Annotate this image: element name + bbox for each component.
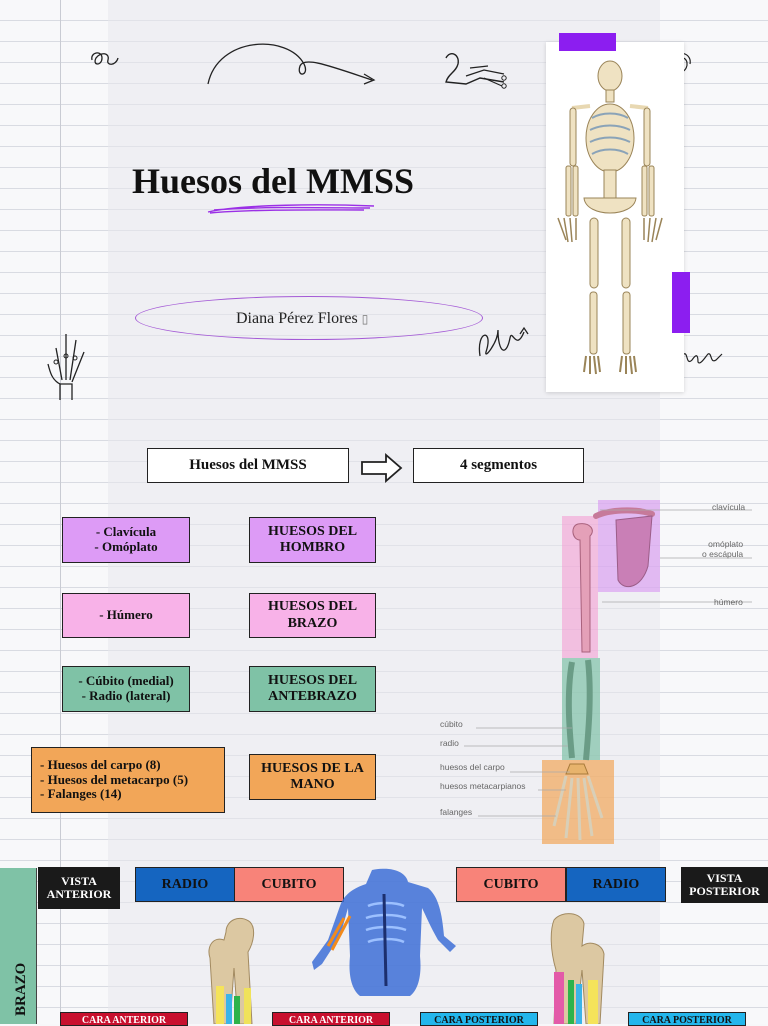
margin-line xyxy=(60,0,61,1024)
radio-left-text: RADIO xyxy=(161,876,209,892)
category-huesos-del-hombro: HUESOS DEL HOMBRO xyxy=(249,517,376,563)
header-box-right-text: 4 segmentos xyxy=(459,456,538,473)
arm-bones-list: - Húmero xyxy=(62,593,190,638)
vista-posterior-label: VISTA POSTERIOR xyxy=(681,867,768,903)
brazo-side-strip: BRAZO xyxy=(0,868,37,1024)
brazo-side-label: BRAZO xyxy=(13,962,29,1016)
category-hombro-text: HUESOS DEL HOMBRO xyxy=(267,523,358,555)
vista-anterior-text: VISTA ANTERIOR xyxy=(46,873,112,901)
foot-bones-doodle-icon xyxy=(445,53,507,89)
cara-anterior-1-text: CARA ANTERIOR xyxy=(81,1015,167,1026)
forearm-bones-list: - Cúbito (medial) - Radio (lateral) xyxy=(62,666,190,712)
radio-right-text: RADIO xyxy=(592,876,640,892)
author-oval-decoration xyxy=(135,296,483,340)
arm-bones-diagram: clavícula omóplato o escápula húmero cúb… xyxy=(420,496,768,848)
vista-posterior-text: VISTA POSTERIOR xyxy=(689,870,760,898)
vista-anterior-label: VISTA ANTERIOR xyxy=(38,867,120,909)
label-omoplato: omóplato o escápula xyxy=(702,539,744,559)
scribble-doodle-icon xyxy=(91,52,119,65)
missing-glyph-icon: ▯ xyxy=(361,311,369,326)
header-box-huesos-mmss: Huesos del MMSS xyxy=(147,448,349,483)
loops-arrow-doodle-icon xyxy=(478,326,529,357)
torso-skeleton-3d-image xyxy=(312,868,456,996)
label-falanges: falanges xyxy=(440,807,473,817)
skeleton-photo-card xyxy=(546,42,684,392)
category-huesos-del-antebrazo: HUESOS DEL ANTEBRAZO xyxy=(249,666,376,712)
hand-bones-doodle-icon xyxy=(47,334,85,400)
shoulder-bones-list: - Clavícula - Omóplato xyxy=(62,517,190,563)
category-huesos-del-brazo: HUESOS DEL BRAZO xyxy=(249,593,376,638)
cara-posterior-1-text: CARA POSTERIOR xyxy=(434,1015,524,1026)
label-huesos-metacarpianos: huesos metacarpianos xyxy=(440,781,526,791)
label-humero: húmero xyxy=(714,597,743,607)
curved-arrow-doodle-icon xyxy=(207,43,376,85)
cubito-right-text: CUBITO xyxy=(483,876,539,892)
author-name-text: Diana Pérez Flores xyxy=(236,310,358,327)
category-brazo-text: HUESOS DEL BRAZO xyxy=(267,599,358,631)
category-mano-text: HUESOS DE LA MANO xyxy=(261,760,364,792)
cubito-label-left: CUBITO xyxy=(234,867,344,902)
page-title: Huesos del MMSS xyxy=(132,161,415,201)
header-box-left-text: Huesos del MMSS xyxy=(189,456,307,473)
human-skeleton-image xyxy=(557,60,663,375)
category-antebrazo-text: HUESOS DEL ANTEBRAZO xyxy=(267,672,358,704)
author-name: Diana Pérez Flores▯ xyxy=(236,310,368,328)
radius-ulna-posterior-image xyxy=(550,913,605,1024)
cara-anterior-2-text: CARA ANTERIOR xyxy=(288,1015,374,1026)
label-radio: radio xyxy=(440,738,459,748)
shoulder-bones-list-text: - Clavícula - Omóplato xyxy=(94,524,158,554)
hand-bones-list: - Huesos del carpo (8) - Huesos del meta… xyxy=(31,747,225,813)
label-clavicula: clavícula xyxy=(712,502,746,512)
label-huesos-carpo: huesos del carpo xyxy=(440,762,505,772)
label-cubito: cúbito xyxy=(440,719,463,729)
cara-posterior-2-text: CARA POSTERIOR xyxy=(642,1015,732,1026)
cubito-label-right: CUBITO xyxy=(456,867,566,902)
header-box-4-segmentos: 4 segmentos xyxy=(413,448,584,483)
outline-arrow-right-icon xyxy=(361,453,403,483)
arm-skeleton-illustration xyxy=(464,500,752,844)
purple-tape-side xyxy=(672,272,690,333)
radius-ulna-anterior-image xyxy=(208,917,255,1024)
forearm-bones-list-text: - Cúbito (medial) - Radio (lateral) xyxy=(78,673,174,703)
category-huesos-de-la-mano: HUESOS DE LA MANO xyxy=(249,754,376,800)
arm-bones-list-text: - Húmero xyxy=(99,607,153,623)
cubito-left-text: CUBITO xyxy=(261,876,317,892)
hand-bones-list-text: - Huesos del carpo (8) - Huesos del meta… xyxy=(40,756,189,802)
purple-tape-top xyxy=(559,33,616,51)
title-underline-scribble xyxy=(207,204,375,214)
radio-label-right: RADIO xyxy=(566,867,666,902)
radio-label-left: RADIO xyxy=(135,867,235,902)
